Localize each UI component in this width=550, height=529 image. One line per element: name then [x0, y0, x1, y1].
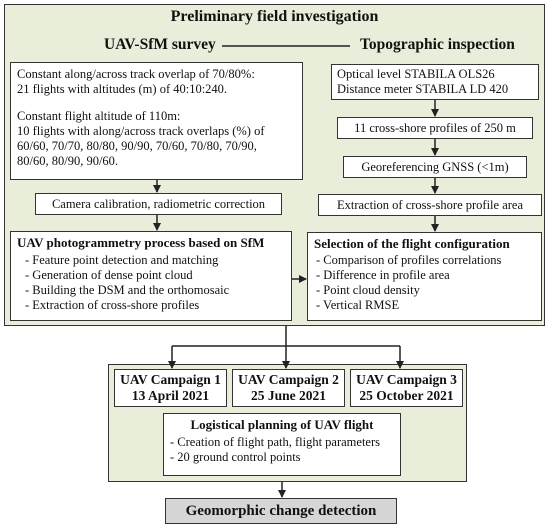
flight-config-line: 60/60, 70/70, 80/80, 90/90, 70/60, 70/80…: [17, 139, 257, 153]
campaign-1-box: UAV Campaign 1 13 April 2021: [114, 369, 227, 407]
logistics-title: Logistical planning of UAV flight: [190, 417, 374, 432]
selection-item: - Point cloud density: [316, 283, 420, 297]
campaign-date: 13 April 2021: [131, 388, 210, 403]
flight-selection-box: Selection of the flight configuration - …: [307, 232, 542, 321]
campaign-name: UAV Campaign 1: [120, 372, 221, 387]
selection-title: Selection of the flight configuration: [314, 236, 510, 251]
flight-config-line: 80/60, 80/90, 90/60.: [17, 154, 119, 168]
selection-item: - Vertical RMSE: [316, 298, 400, 312]
logistics-item: - 20 ground control points: [170, 450, 301, 464]
flight-config-line: 21 flights with altitudes (m) of 40:10:2…: [17, 82, 228, 96]
flight-config-line: Constant along/across track overlap of 7…: [17, 67, 255, 81]
flight-configurations-box: Constant along/across track overlap of 7…: [10, 62, 303, 180]
campaign-2-box: UAV Campaign 2 25 June 2021: [232, 369, 345, 407]
campaign-name: UAV Campaign 2: [238, 372, 339, 387]
selection-item: - Difference in profile area: [316, 268, 450, 282]
logistical-planning-box: Logistical planning of UAV flight - Crea…: [163, 413, 401, 476]
flight-config-line: Constant flight altitude of 110m:: [17, 109, 181, 123]
uav-sfm-heading: UAV-SfM survey: [104, 36, 216, 53]
process-item: - Building the DSM and the orthomosaic: [25, 283, 230, 297]
instrument-level: Optical level STABILA OLS26: [337, 67, 495, 81]
cross-shore-profiles-box: 11 cross-shore profiles of 250 m: [337, 117, 533, 139]
instruments-box: Optical level STABILA OLS26 Distance met…: [331, 64, 539, 100]
georeferencing-box: Georeferencing GNSS (<1m): [343, 156, 527, 178]
process-item: - Feature point detection and matching: [25, 253, 219, 267]
campaign-3-box: UAV Campaign 3 25 October 2021: [350, 369, 463, 407]
logistics-item: - Creation of flight path, flight parame…: [170, 435, 381, 449]
campaign-name: UAV Campaign 3: [356, 372, 457, 387]
geomorphic-change-detection-box: Geomorphic change detection: [165, 498, 397, 524]
process-item: - Generation of dense point cloud: [25, 268, 193, 282]
photogrammetry-process-box: UAV photogrammetry process based on SfM …: [10, 231, 292, 321]
process-title: UAV photogrammetry process based on SfM: [17, 235, 265, 250]
flight-config-line: 10 flights with along/across track overl…: [17, 124, 265, 138]
camera-calibration-box: Camera calibration, radiometric correcti…: [35, 193, 282, 215]
instrument-distance-meter: Distance meter STABILA LD 420: [337, 82, 509, 96]
campaign-date: 25 June 2021: [250, 388, 326, 403]
topographic-heading: Topographic inspection: [360, 36, 515, 53]
panel-title: Preliminary field investigation: [170, 8, 379, 25]
selection-item: - Comparison of profiles correlations: [316, 253, 502, 267]
profile-area-extraction-box: Extraction of cross-shore profile area: [318, 194, 542, 216]
campaign-date: 25 October 2021: [359, 388, 454, 403]
process-item: - Extraction of cross-shore profiles: [25, 298, 200, 312]
